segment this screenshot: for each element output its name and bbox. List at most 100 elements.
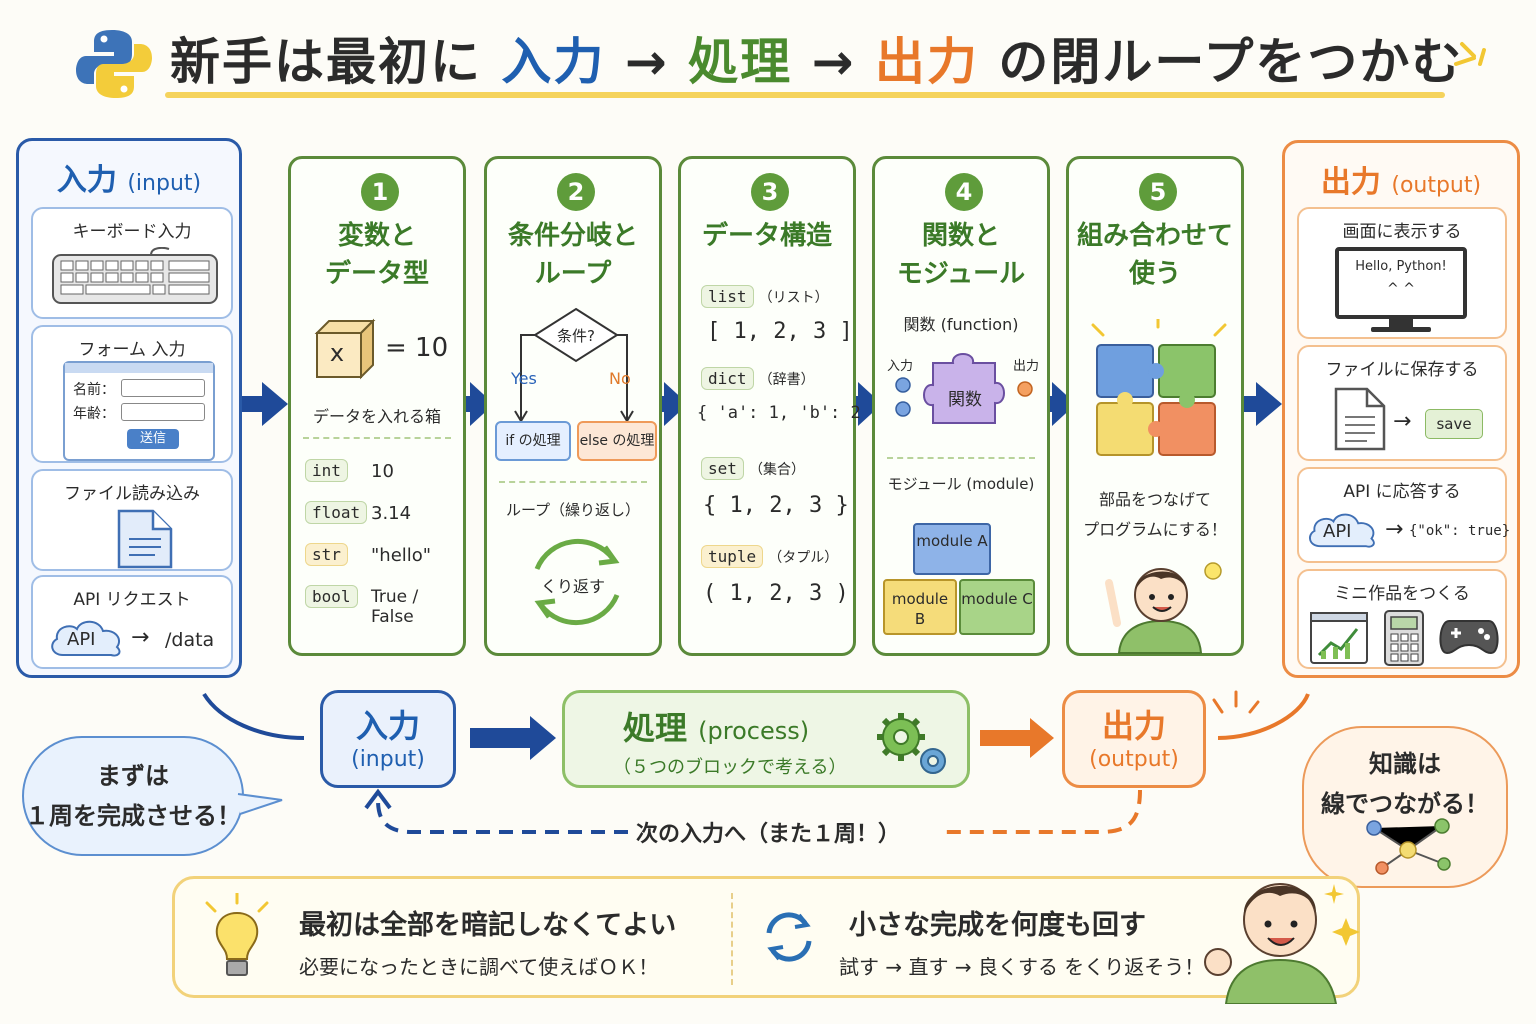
input-heading-en: (input) [127, 171, 202, 196]
step-1-title-line2: データ型 [324, 259, 429, 289]
loop-arrows-icon [534, 538, 620, 626]
step-5-title: 組み合わせて 使う [1069, 217, 1241, 293]
refresh-cycle-icon [766, 912, 812, 962]
module-b-block: module B [883, 579, 957, 635]
file-save-card: ファイルに保存する → save [1297, 345, 1507, 461]
light-bulb-icon [205, 893, 269, 976]
left-bubble-tail [236, 790, 286, 824]
title-process: 処理 [688, 33, 793, 91]
structure-tag-set: set [701, 457, 744, 480]
cloud-icon [47, 615, 127, 665]
step-4-title-line2: モジュール [896, 259, 1026, 289]
api-request-path: /data [165, 629, 215, 651]
module-a-block: module A [913, 523, 991, 575]
flow-process-en: (process) [698, 717, 810, 745]
step-2-number: 2 [557, 173, 595, 211]
cloud-icon [1305, 507, 1381, 557]
right-speech-bubble: 知識は 線でつながる！ [1302, 726, 1508, 888]
step-1-title: 変数と データ型 [291, 217, 463, 293]
arrow-step1-to-step2 [460, 382, 494, 426]
function-label: 関数 [948, 390, 982, 410]
left-bubble-line1: まずは [97, 762, 169, 790]
calculator-icon [1383, 609, 1425, 671]
input-heading-jp: 入力 [56, 163, 117, 198]
type-tag-float: float [305, 501, 368, 524]
step-2-title-line1: 条件分岐と [507, 221, 638, 251]
step-1-title-line1: 変数と [337, 221, 416, 251]
form-name-label: 名前： [73, 382, 115, 398]
module-c-block: module C [959, 579, 1035, 635]
flowchart-diagram [514, 307, 634, 423]
step-3-card: 3 データ構造 list （リスト） [ 1, 2, 3 ] dict （辞書）… [678, 156, 881, 656]
flow-process-box: 処理 (process) （５つのブロックで考える） [562, 690, 970, 788]
flow-output-jp: 出力 [1101, 707, 1166, 745]
arrow-process-to-output [980, 718, 1054, 758]
arrow-input-to-step1 [242, 382, 288, 426]
type-tag-bool: bool [305, 585, 358, 608]
type-tag-int: int [305, 459, 348, 482]
output-heading-en: (output) [1391, 173, 1482, 198]
puzzle-pieces-icon [1091, 319, 1227, 456]
form-input-label: フォーム 入力 [78, 340, 186, 360]
module-caption: モジュール (module) [887, 475, 1035, 493]
api-response-label: API に応答する [1343, 482, 1461, 502]
loop-back-label: 次の入力へ（また１周！） [636, 822, 901, 847]
output-panel-heading: 出力 (output) [1285, 157, 1517, 201]
type-value-float: 3.14 [371, 503, 412, 524]
tip2-body: 試す → 直す → 良くする をくり返そう！ [839, 955, 1205, 979]
api-response-card: API に応答する API → {"ok": true} [1297, 467, 1510, 563]
flow-process-sub: （５つのブロックで考える） [613, 757, 847, 778]
form-submit-button[interactable]: 送信 [127, 429, 179, 449]
flow-process-jp: 処理 [623, 709, 688, 747]
left-speech-bubble: まずは １周を完成させる！ [22, 736, 244, 856]
structure-list: list （リスト） [701, 285, 829, 308]
function-output-label: 出力 [1013, 359, 1040, 374]
game-controller-icon [1437, 617, 1501, 661]
module-c-label: module C [961, 590, 1033, 608]
title-arrow-1: → [624, 33, 669, 91]
step-2-title-line2: ループ [534, 259, 612, 289]
structure-jp-set: （集合） [749, 462, 805, 478]
arrow-step2-to-step3 [656, 382, 688, 426]
save-badge: save [1425, 409, 1483, 439]
step-5-title-line1: 組み合わせて [1076, 221, 1233, 251]
tip1-body: 必要になったときに調べて使えばＯＫ！ [299, 955, 659, 979]
module-b-label: module B [891, 590, 949, 628]
flow-input-en: (input) [351, 747, 425, 772]
loop-back-dashed-orange [938, 789, 1142, 834]
form-name-field[interactable] [121, 379, 205, 397]
variable-box-value: = 10 [385, 333, 449, 363]
step-4-card: 4 関数と モジュール 関数 (function) 入力 出力 関数 モジュール… [872, 156, 1050, 656]
type-value-str: "hello" [371, 545, 432, 566]
api-response-arrow: → [1385, 517, 1404, 542]
else-branch-box: else の処理 [577, 421, 657, 461]
flow-output-box: 出力 (output) [1062, 690, 1206, 788]
condition-label: 条件? [557, 327, 595, 345]
form-age-field[interactable] [121, 403, 205, 421]
loop-back-dashed-blue [376, 799, 628, 834]
file-save-arrow: → [1393, 409, 1412, 434]
type-row: float [305, 501, 368, 524]
input-panel: 入力 (input) キーボード入力 フォーム 入力 名前： 年齢： [16, 138, 242, 678]
file-read-label: ファイル読み込み [64, 484, 200, 504]
step-5-number: 5 [1139, 173, 1177, 211]
structure-example-dict: { 'a': 1, 'b': 2 } [697, 403, 882, 423]
boy-cheering-avatar [1204, 883, 1360, 1004]
monitor-stand [1389, 319, 1413, 329]
flow-input-box: 入力 (input) [320, 690, 456, 788]
structure-tuple: tuple （タプル） [701, 545, 838, 568]
step-4-separator [887, 457, 1035, 459]
loop-label: くり返す [540, 577, 605, 596]
title-suffix: の閉ループをつかむ [998, 33, 1464, 91]
arrow-step3-to-step4 [850, 382, 882, 426]
output-heading-jp: 出力 [1320, 165, 1381, 200]
display-output-label: 画面に表示する [1342, 222, 1462, 242]
api-request-card: API リクエスト API → /data [31, 575, 233, 669]
structure-example-set: { 1, 2, 3 } [703, 493, 849, 518]
variable-box-icon [313, 317, 377, 385]
form-input-card: フォーム 入力 名前： 年齢： 送信 [31, 325, 233, 463]
right-bubble-line1: 知識は [1369, 750, 1441, 778]
chart-app-icon [1309, 611, 1369, 669]
